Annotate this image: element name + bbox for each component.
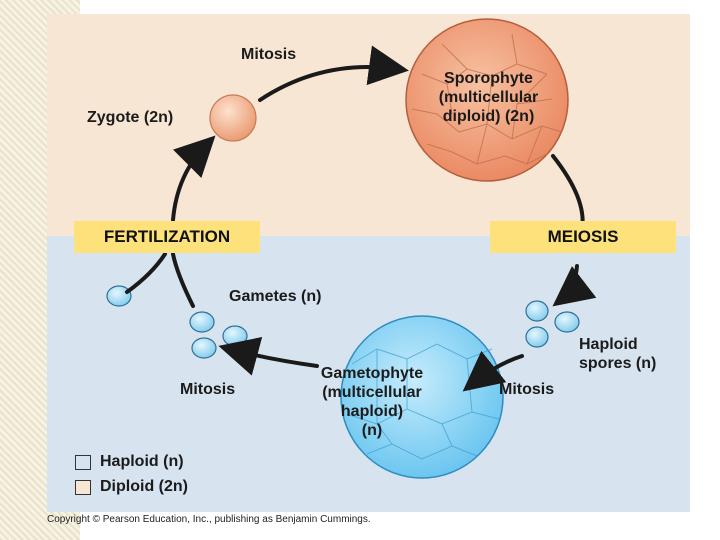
copyright-notice: Copyright © Pearson Education, Inc., pub…	[47, 514, 371, 525]
arrow-gametes-to-fert	[171, 252, 195, 308]
sporophyte-texture	[411, 33, 563, 165]
label-haploid-spores: Haploid spores (n)	[579, 335, 656, 373]
arrow-mitosis-top	[258, 45, 409, 102]
label-sporophyte: Sporophyte (multicellular diploid) (2n)	[416, 69, 561, 126]
arrow-fert-to-zygote	[171, 135, 216, 222]
gamete-cells	[106, 285, 248, 359]
arrow-mitosis-left	[218, 336, 319, 376]
label-mitosis-top: Mitosis	[241, 46, 297, 63]
label-zygote: Zygote (2n)	[87, 109, 174, 126]
meiosis-bar: MEIOSIS	[490, 221, 676, 253]
cycle-arrows	[125, 45, 597, 392]
zygote-cell	[209, 94, 257, 142]
gametophyte-line-2: (multicellular	[322, 384, 422, 401]
sporophyte-line-3: diploid) (2n)	[442, 108, 535, 125]
spores-line-1: Haploid	[579, 336, 638, 353]
gametophyte-line-4: (n)	[361, 422, 383, 439]
legend-diploid-label: Diploid (2n)	[100, 478, 188, 495]
arrow-lone-gamete	[125, 252, 167, 294]
spore-cells	[525, 300, 580, 348]
label-gametes: Gametes (n)	[229, 288, 322, 305]
label-gametophyte: Gametophyte (multicellular haploid) (n)	[297, 364, 447, 440]
legend-diploid-swatch	[75, 480, 91, 495]
sporophyte-cell	[405, 18, 569, 182]
sporophyte-line-1: Sporophyte	[444, 70, 533, 87]
label-mitosis-left: Mitosis	[180, 381, 236, 398]
sporophyte-line-2: (multicellular	[438, 89, 539, 106]
fertilization-bar: FERTILIZATION	[74, 221, 260, 253]
arrow-meiosis-to-spores	[552, 264, 597, 307]
arrow-mitosis-right	[462, 350, 524, 392]
arrow-to-meiosis	[551, 154, 585, 231]
legend-haploid-swatch	[75, 455, 91, 470]
gametophyte-line-1: Gametophyte	[320, 365, 424, 382]
cycle-graphics	[106, 18, 597, 479]
life-cycle-figure: Mitosis Zygote (2n) Sporophyte (multicel…	[47, 14, 690, 512]
spores-line-2: spores (n)	[579, 355, 657, 372]
gametophyte-line-3: haploid)	[340, 403, 404, 420]
label-mitosis-right: Mitosis	[499, 381, 555, 398]
legend-haploid-label: Haploid (n)	[100, 453, 184, 470]
